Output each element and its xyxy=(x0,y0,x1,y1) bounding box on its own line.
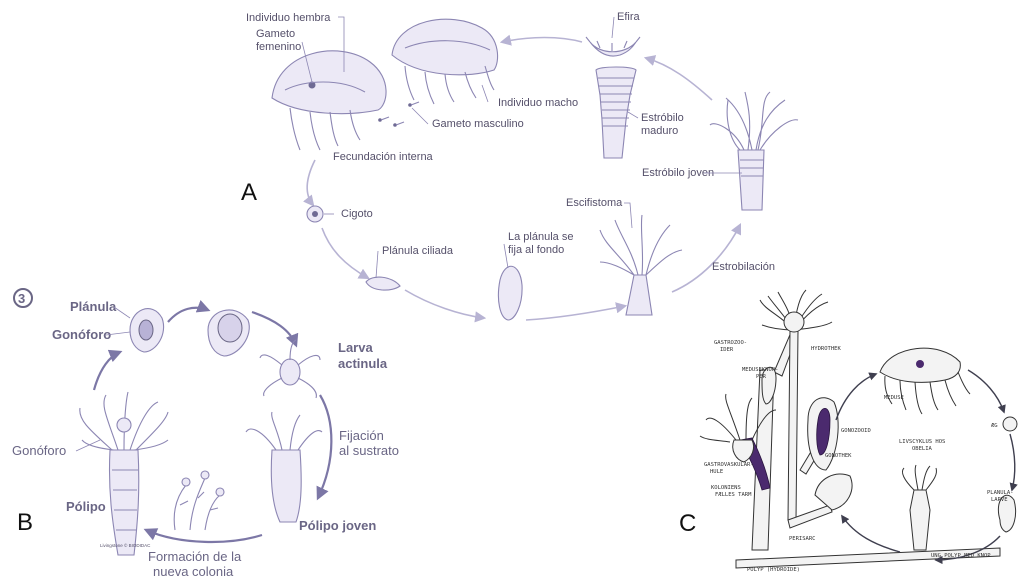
label-credit: Livingstone © BIODIDAC xyxy=(100,542,151,548)
label-young-polyp-bud: UNG POLYP MED KNOP xyxy=(931,553,991,559)
panel-c: GASTROZOO- IDER HYDROTHEK MEDUSEKNOP- PE… xyxy=(679,290,1017,573)
label-gastrozooider-2: IDER xyxy=(720,347,734,353)
planula-stage xyxy=(208,310,249,356)
label-gonothek: GONOTHEK xyxy=(825,453,852,459)
label-hydrothek: HYDROTHEK xyxy=(811,346,841,352)
label-actinula-larva-2: actinula xyxy=(338,356,388,371)
label-meduseknopper-1: MEDUSEKNOP- xyxy=(742,367,778,373)
label-perisarc: PERISARC xyxy=(789,536,816,542)
arrow-polyp-to-gonophore xyxy=(94,352,120,390)
medusa-c xyxy=(880,348,970,414)
label-male-individual: Individuo macho xyxy=(498,97,578,109)
label-planula: Plánula xyxy=(70,299,117,314)
panel-b-number: 3 xyxy=(18,291,25,306)
label-gonophore-side: Gonóforo xyxy=(12,443,66,458)
arrow-polyp-to-colony xyxy=(842,516,900,552)
sperm-cells xyxy=(378,102,419,127)
arrow-medusa-to-egg xyxy=(968,370,1004,412)
label-polyp-hydroide: POLYP (HYDROIDE) xyxy=(747,567,800,573)
label-zygote: Cigoto xyxy=(341,208,373,220)
label-female-individual: Individuo hembra xyxy=(246,12,331,24)
male-medusa xyxy=(392,19,498,104)
female-medusa xyxy=(272,51,386,150)
arrow-young-strobila-to-efira xyxy=(646,58,712,100)
label-colony-2: nueva colonia xyxy=(153,564,234,579)
label-polyp: Pólipo xyxy=(66,499,106,514)
label-young-strobila: Estróbilo joven xyxy=(642,167,714,179)
label-egg: ÆG xyxy=(991,423,998,429)
mature-strobila xyxy=(596,67,636,158)
panel-b: 3 xyxy=(12,289,399,579)
label-meduseknopper-2: PER xyxy=(756,374,767,380)
label-common-gut-2: FÆLLES TARM xyxy=(715,492,752,498)
label-efira: Efira xyxy=(617,11,641,23)
label-mature-strobila-1: Estróbilo xyxy=(641,112,684,124)
label-gastrovascular-1: GASTROVASKULAR- xyxy=(704,462,754,468)
panel-c-letter: C xyxy=(679,510,696,537)
egg-c xyxy=(1003,417,1017,431)
arrow-efira-to-male xyxy=(502,38,582,43)
ciliated-planula xyxy=(366,277,400,290)
gonophore-with-planula xyxy=(130,309,164,352)
label-lifecycle-2: OBELIA xyxy=(912,446,933,452)
label-gastrozooider-1: GASTROZOO- xyxy=(714,340,747,346)
label-female-gamete-2: femenino xyxy=(256,41,301,53)
arrow-new-colony xyxy=(146,530,262,542)
label-scyphistoma: Escifistoma xyxy=(566,197,623,209)
label-planula-larva-1: PLANULA- xyxy=(987,490,1014,496)
panel-a: Individuo hembra Gameto femenino Individ… xyxy=(241,11,798,320)
label-male-gamete: Gameto masculino xyxy=(432,118,524,130)
label-gonophore-top: Gonóforo xyxy=(52,327,111,342)
arrow-planula-to-planula xyxy=(168,308,208,322)
label-lifecycle-1: LIVSCYKLUS HOS xyxy=(899,439,945,445)
panel-b-letter: B xyxy=(17,509,33,536)
scyphistoma xyxy=(600,215,682,315)
label-common-gut-1: KOLONIENS xyxy=(711,485,741,491)
polyp xyxy=(80,392,168,555)
actinula-larva xyxy=(260,340,320,398)
arrow-colony-to-medusa xyxy=(836,374,876,420)
young-polyp xyxy=(246,412,322,522)
arrow-fixed-to-scyphistoma xyxy=(526,306,625,320)
label-actinula-larva-1: Larva xyxy=(338,340,373,355)
arrow-to-actinula xyxy=(252,312,296,345)
label-planula-larva-2: LARVE xyxy=(991,497,1008,503)
label-fixed-planula-1: La plánula se xyxy=(508,231,573,243)
arrow-zygote-to-planula xyxy=(322,228,368,278)
label-gonozooid: GONOZOOID xyxy=(841,428,871,434)
fixed-planula xyxy=(498,266,522,320)
arrow-fecundation-to-zygote xyxy=(307,160,315,205)
new-colony xyxy=(174,471,224,530)
label-colony-1: Formación de la xyxy=(148,549,242,564)
label-meduse: MEDUSE xyxy=(884,395,904,401)
arrow-fixation xyxy=(318,395,331,498)
arrow-planula-to-fixed xyxy=(405,290,484,318)
label-internal-fecundation: Fecundación interna xyxy=(333,151,434,163)
label-fixed-planula-2: fija al fondo xyxy=(508,244,564,256)
label-strobilation: Estrobilación xyxy=(712,261,775,273)
young-polyp-c xyxy=(902,465,936,550)
arrow-egg-to-planula xyxy=(1010,434,1015,490)
arrow-strobilation xyxy=(672,225,740,292)
label-female-gamete-1: Gameto xyxy=(256,28,295,40)
young-strobila xyxy=(710,92,798,210)
panel-a-letter: A xyxy=(241,179,257,206)
zygote xyxy=(307,206,323,222)
label-gastrovascular-2: HULE xyxy=(710,469,723,475)
label-young-polyp: Pólipo joven xyxy=(299,518,376,533)
label-ciliated-planula: Plánula ciliada xyxy=(382,245,454,257)
label-fixation-1: Fijación xyxy=(339,428,384,443)
label-mature-strobila-2: maduro xyxy=(641,125,678,137)
efira xyxy=(586,37,640,56)
label-fixation-2: al sustrato xyxy=(339,443,399,458)
